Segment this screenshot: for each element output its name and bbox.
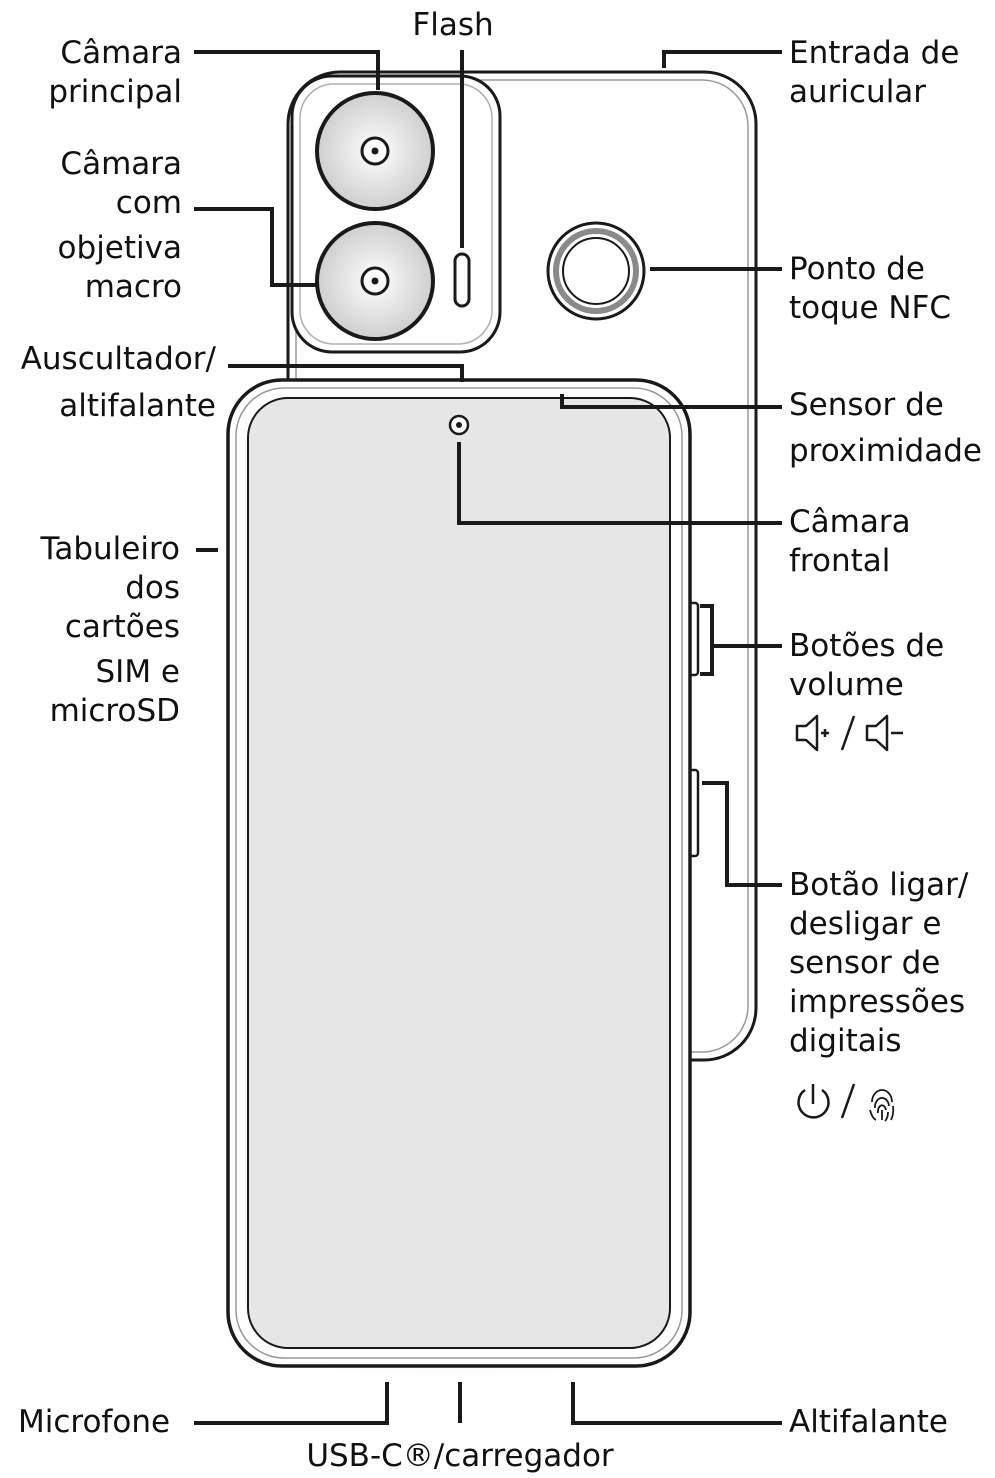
fingerprint-icon [869, 1089, 895, 1122]
screen [247, 397, 671, 1349]
label-nfc: Ponto de toque NFC [789, 251, 952, 326]
slash-separator [840, 715, 856, 751]
main-camera-lens [315, 91, 435, 211]
label-proximity: Sensor de proximidade [789, 387, 982, 469]
label-usb: USB-C®/carregador [306, 1438, 614, 1474]
label-microphone: Microfone [18, 1404, 171, 1440]
label-earpiece: Auscultador/ altifalante [20, 341, 216, 424]
power-icon [797, 1084, 830, 1119]
label-main-camera: Câmara principal [48, 35, 182, 110]
label-speaker: Altifalante [789, 1404, 948, 1440]
label-sim-tray: Tabuleiro dos cartões SIM e microSD [40, 531, 180, 729]
label-front-camera: Câmara frontal [789, 504, 911, 579]
flash-icon [453, 252, 471, 308]
leader-lines [194, 50, 782, 1425]
label-flash: Flash [412, 7, 494, 43]
nfc-ring [546, 221, 646, 321]
label-power: Botão ligar/ desligar e sensor de impres… [789, 867, 969, 1059]
volume-up-icon [795, 714, 829, 752]
label-macro-camera: Câmara com objetiva macro [57, 146, 182, 305]
label-volume: Botões de volume [789, 628, 945, 703]
slash-separator-2 [840, 1083, 856, 1119]
volume-down-icon [865, 714, 903, 752]
macro-camera-lens [315, 221, 435, 341]
phone-front [226, 378, 692, 1368]
label-headset-jack: Entrada de auricular [789, 35, 960, 110]
front-camera [448, 414, 470, 436]
